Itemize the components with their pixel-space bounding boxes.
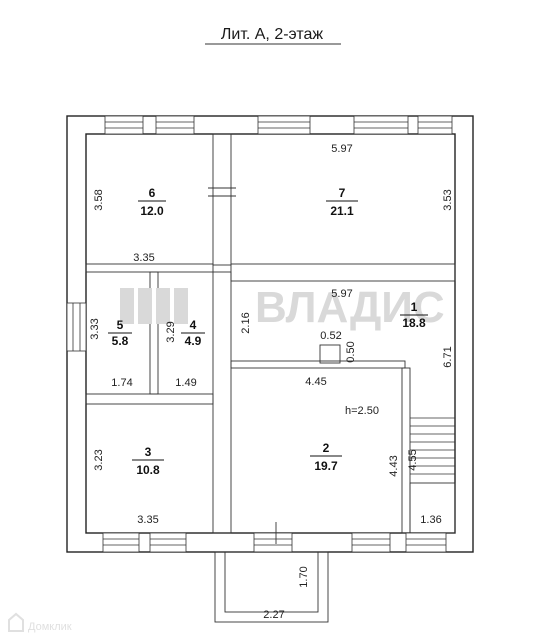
door-marks: [208, 187, 277, 544]
room-4: 4 4.9: [181, 318, 205, 348]
dim-porch-width: 2.27: [263, 609, 284, 621]
porch: [214, 551, 329, 623]
svg-text:12.0: 12.0: [140, 204, 164, 218]
svg-text:1: 1: [411, 300, 418, 314]
dim-r5-height: 3.33: [89, 318, 101, 339]
dim-r1-left: 2.16: [240, 312, 252, 333]
dim-r3-width: 3.35: [137, 514, 158, 526]
dim-r3-height: 3.23: [93, 449, 105, 470]
svg-text:18.8: 18.8: [402, 316, 426, 330]
svg-text:19.7: 19.7: [314, 459, 338, 473]
dim-stair-height: 4.55: [407, 449, 419, 470]
dim-stair-width: 1.36: [420, 514, 441, 526]
svg-text:5: 5: [117, 318, 124, 332]
dim-r1-width: 5.97: [331, 288, 352, 300]
dim-r4-width: 1.49: [175, 377, 196, 389]
room-5: 5 5.8: [108, 318, 132, 348]
svg-text:4: 4: [190, 318, 197, 332]
svg-text:5.8: 5.8: [112, 334, 129, 348]
height-note: h=2.50: [345, 405, 379, 417]
svg-text:6: 6: [149, 186, 156, 200]
dim-notch-depth: 0.50: [345, 341, 357, 362]
dim-r7-width: 5.97: [331, 143, 352, 155]
room-2: 2 19.7: [310, 441, 342, 473]
dim-r7-height: 3.53: [442, 189, 454, 210]
domclick-logo-icon: [8, 612, 24, 632]
dim-r1-height: 6.71: [442, 346, 454, 367]
interior-walls: [85, 133, 456, 534]
dim-r5-width: 1.74: [111, 377, 132, 389]
dim-notch-width: 0.52: [320, 330, 341, 342]
room-3: 3 10.8: [132, 445, 164, 477]
svg-text:3: 3: [145, 445, 152, 459]
watermark: ВЛАДИС: [255, 283, 445, 332]
room-6: 6 12.0: [138, 186, 166, 218]
svg-text:10.8: 10.8: [136, 463, 160, 477]
windows: [66, 115, 453, 553]
corner-logo-text: Домклик: [28, 621, 72, 633]
room-1: 1 18.8: [400, 300, 428, 330]
dim-r6-width: 3.35: [133, 252, 154, 264]
svg-text:21.1: 21.1: [330, 204, 354, 218]
room-7: 7 21.1: [326, 186, 358, 218]
svg-text:2: 2: [323, 441, 330, 455]
dim-porch-depth: 1.70: [298, 566, 310, 587]
dim-r4-height: 3.29: [165, 321, 177, 342]
staircase: [410, 417, 455, 475]
dim-r2-width: 4.45: [305, 376, 326, 388]
plan-title: Лит. А, 2-этаж: [221, 26, 324, 43]
dim-r2-height: 4.43: [388, 455, 400, 476]
watermark-logo-icon: [120, 288, 188, 324]
dim-r6-height: 3.58: [93, 189, 105, 210]
svg-text:7: 7: [339, 186, 346, 200]
svg-text:4.9: 4.9: [185, 334, 202, 348]
